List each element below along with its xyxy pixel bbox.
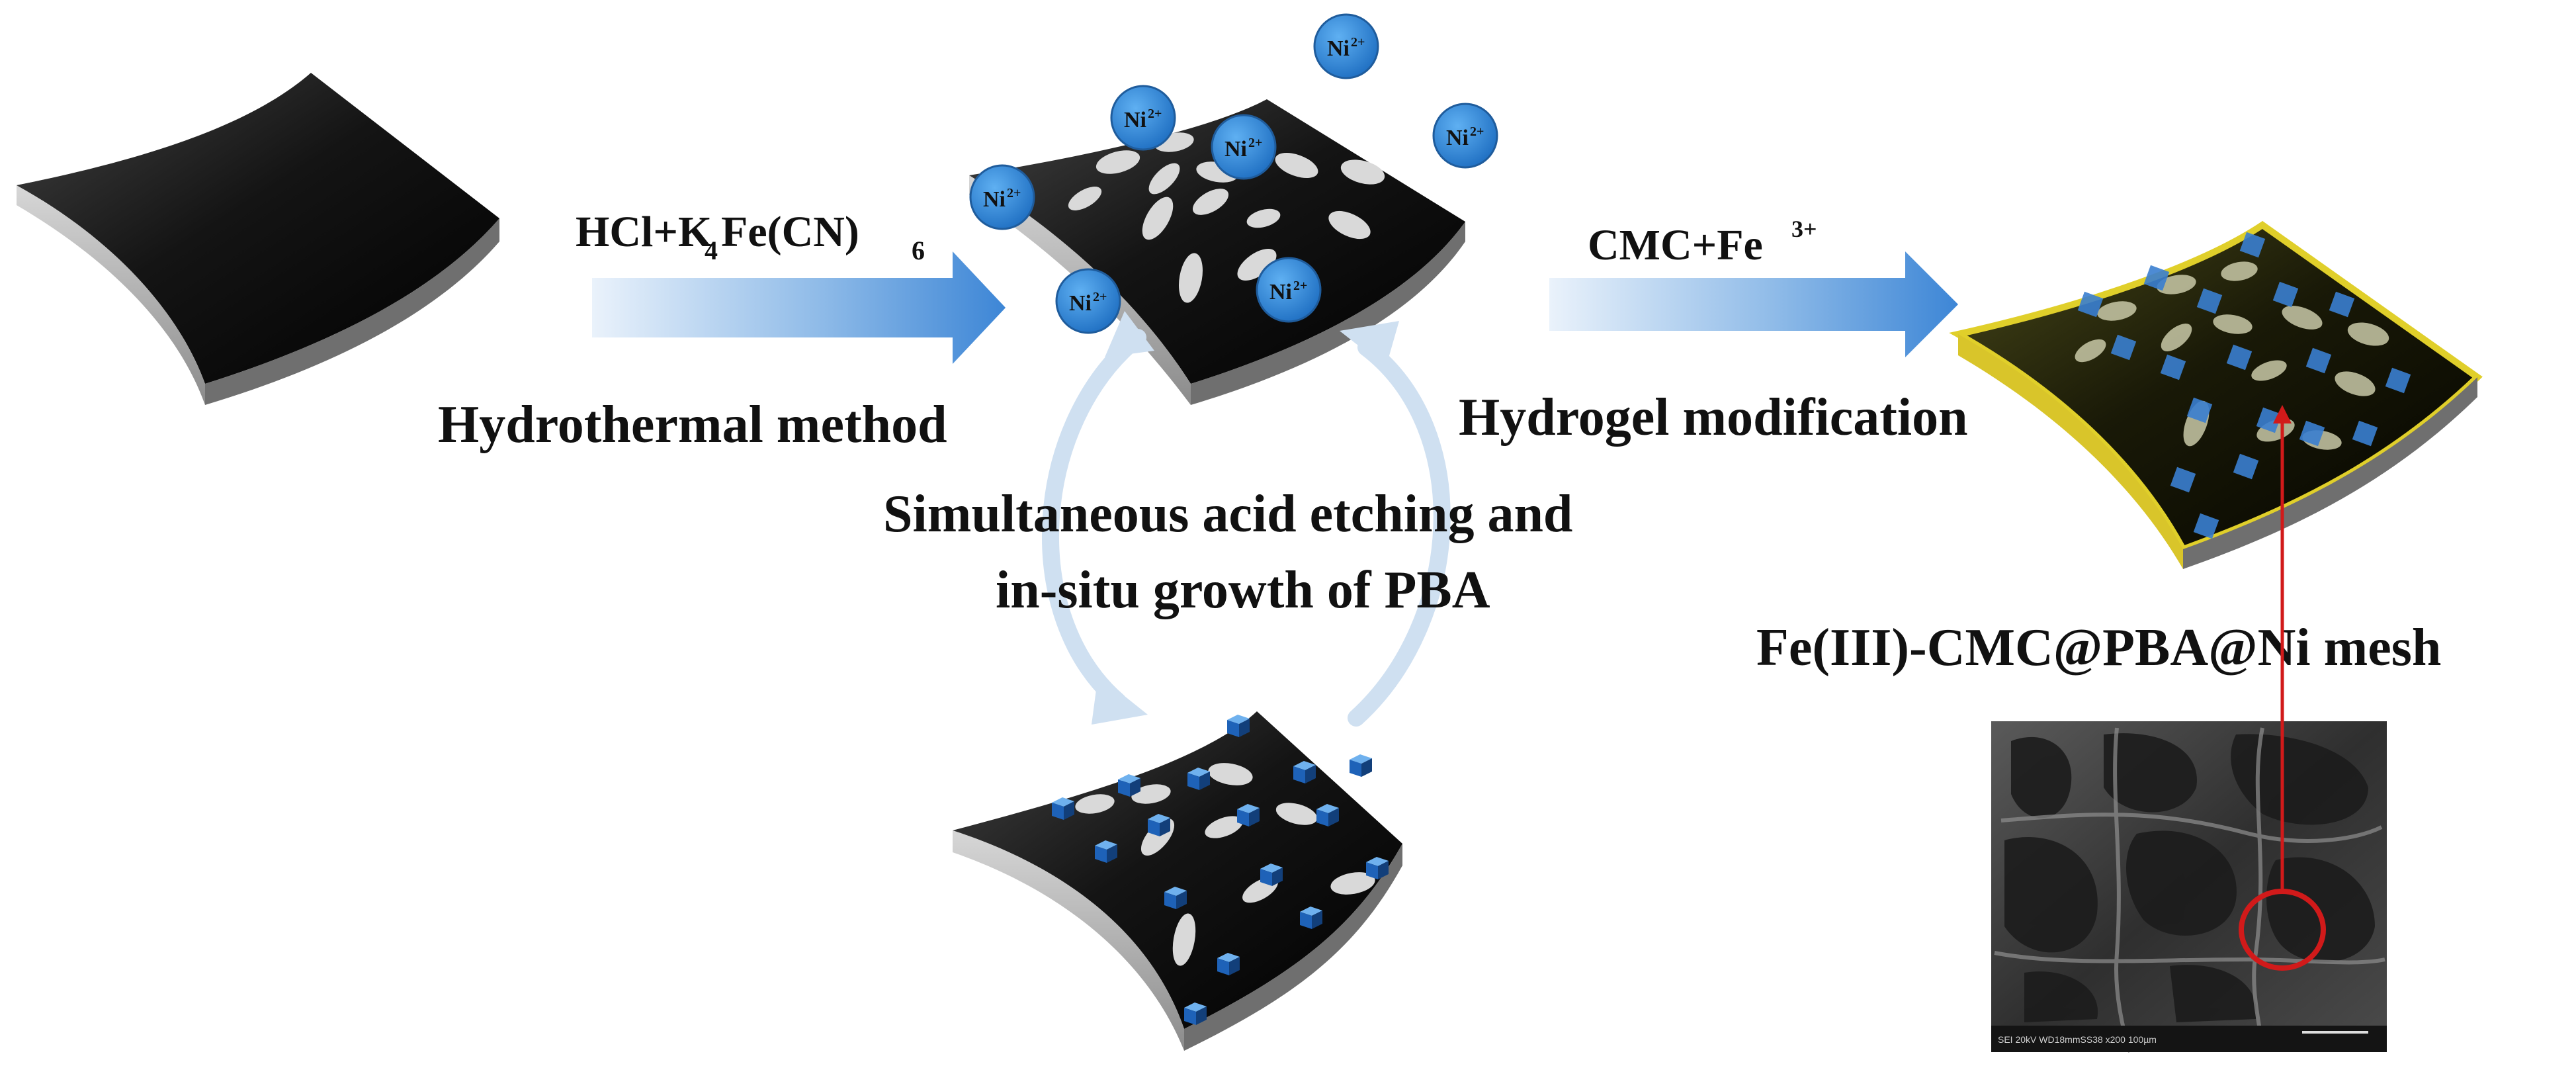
- ion-charge: 2+: [1007, 186, 1021, 200]
- reagent2-sup: 3+: [1791, 216, 1817, 242]
- cycle-text-line1: Simultaneous acid etching and: [883, 485, 1572, 543]
- pba-cube-icon: [1316, 804, 1339, 826]
- pba-cube-icon: [1227, 715, 1250, 737]
- reagent1-sub1: 4: [705, 236, 718, 265]
- pba-cube-icon: [1184, 1002, 1207, 1025]
- ion-symbol: Ni: [1446, 126, 1469, 150]
- ni2-ion-icon: Ni 2+: [1313, 13, 1379, 79]
- reagent1-sub2: 6: [912, 236, 925, 265]
- marker-circle: [2239, 889, 2326, 971]
- cycle-arrowheads: [1092, 311, 1399, 725]
- ion-charge: 2+: [1470, 124, 1484, 139]
- reagent-1-label: HCl+K 4 Fe(CN) 6: [576, 208, 925, 265]
- ion-symbol: Ni: [1224, 137, 1247, 161]
- pba-cube-icon: [1052, 797, 1074, 820]
- ion-charge: 2+: [1148, 107, 1162, 121]
- ni2-ion-icon: Ni 2+: [969, 164, 1035, 230]
- pba-cube-icon: [1293, 761, 1316, 783]
- reagent-2-label: CMC+Fe 3+: [1588, 216, 1817, 269]
- ni2-ions: Ni 2+ Ni 2+ Ni 2+ Ni 2+ Ni 2+ Ni 2+: [969, 13, 1498, 334]
- ion-symbol: Ni: [1327, 36, 1350, 61]
- ion-charge: 2+: [1093, 290, 1107, 304]
- ion-symbol: Ni: [983, 187, 1006, 212]
- reagent1-mid: Fe(CN): [721, 208, 859, 256]
- pba-cube-icon: [1217, 953, 1240, 975]
- step1-label: Hydrothermal method: [438, 396, 947, 454]
- pba-cubes-bottom: [1052, 715, 1389, 1025]
- ni2-ion-icon: Ni 2+: [1055, 268, 1121, 334]
- ni-mesh-sheet-icon: [17, 73, 499, 405]
- pba-cube-icon: [1118, 774, 1140, 797]
- ion-charge: 2+: [1293, 279, 1307, 293]
- ni2-ion-icon: Ni 2+: [1110, 85, 1176, 151]
- ni2-ion-icon: Ni 2+: [1432, 103, 1498, 169]
- cycle-text-line2: in-situ growth of PBA: [996, 561, 1490, 619]
- ion-charge: 2+: [1351, 35, 1365, 50]
- cycle-arrow-icon: [1042, 329, 1451, 727]
- pba-cube-icon: [1366, 857, 1389, 879]
- pba-cube-icon: [1237, 804, 1260, 826]
- ion-symbol: Ni: [1069, 291, 1092, 316]
- product-sheet: [1949, 220, 2483, 569]
- pba-cube-icon: [1148, 814, 1170, 836]
- pba-cube-icon: [1187, 768, 1210, 790]
- process-arrow-icon: [592, 251, 1006, 364]
- marker-arrowhead: [2273, 405, 2292, 423]
- sem-footer: SEI 20kV WD18mmSS38 x200 100µm: [1998, 1034, 2157, 1045]
- pba-grown-sheet: [953, 711, 1402, 1051]
- process-arrow-icon: [1549, 251, 1958, 357]
- ion-symbol: Ni: [1124, 108, 1146, 132]
- product-label: Fe(III)-CMC@PBA@Ni mesh: [1756, 619, 2441, 677]
- ion-charge: 2+: [1248, 136, 1262, 150]
- pba-cube-icon: [1300, 907, 1322, 929]
- reagent1-main: HCl+K: [576, 208, 712, 256]
- step2-label: Hydrogel modification: [1459, 388, 1968, 447]
- ni2-ion-icon: Ni 2+: [1256, 257, 1322, 323]
- ni2-ion-icon: Ni 2+: [1211, 114, 1277, 180]
- pba-cube-icon: [1095, 840, 1117, 863]
- reagent2-main: CMC+Fe: [1588, 221, 1763, 269]
- pba-cube-icon: [1164, 887, 1187, 909]
- pba-cube-icon: [1260, 864, 1283, 886]
- pba-cube-icon: [1350, 754, 1372, 777]
- ion-symbol: Ni: [1269, 280, 1292, 304]
- sem-micrograph-icon: SEI 20kV WD18mmSS38 x200 100µm: [1991, 721, 2387, 1053]
